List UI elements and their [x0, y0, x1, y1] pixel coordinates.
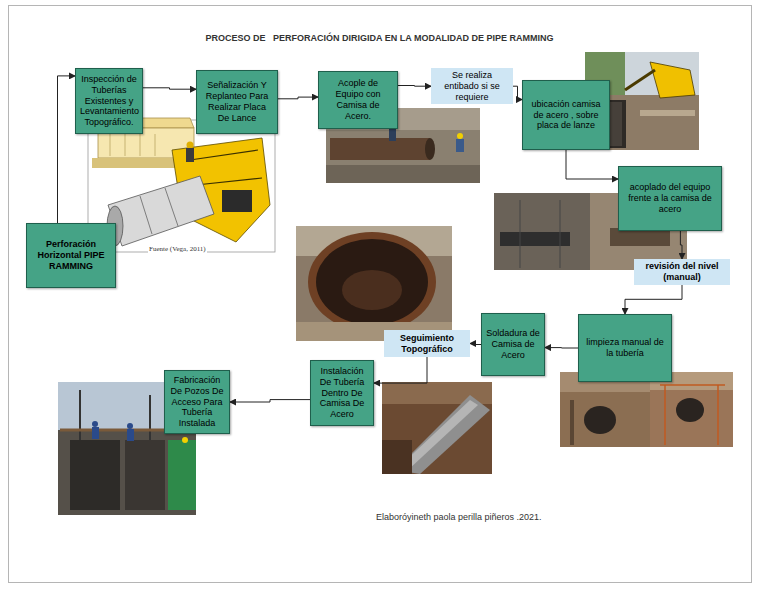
photo-limpieza	[560, 372, 733, 447]
photo-limpieza-part	[584, 406, 616, 434]
flow-arrow	[470, 344, 481, 345]
photo-limpieza-part	[717, 385, 719, 445]
photo-camisa-part	[308, 232, 436, 332]
page-frame	[9, 6, 752, 583]
box-text: Instalación De Tubería Dentro De Camisa …	[315, 366, 369, 420]
photo-camisa-part	[296, 226, 452, 341]
box-text: ubicación camisa de acero , sobre placa …	[527, 99, 605, 131]
pipe-ramming-illustration-part	[186, 148, 194, 162]
photo-pozos-part	[168, 440, 196, 510]
note-box: revisión del nivel (manual)	[634, 259, 730, 285]
photo-limpieza-part	[650, 372, 733, 447]
flow-arrow	[143, 88, 196, 89]
photo-acople-part	[457, 133, 463, 139]
photo-pozos-part	[92, 427, 99, 439]
flow-arrow	[398, 85, 431, 87]
flow-arrow	[278, 97, 318, 99]
photo-pozos-part	[125, 440, 165, 510]
photo-limpieza-part	[676, 398, 704, 422]
flow-arrow	[625, 285, 682, 314]
pipe-ramming-illustration-part	[108, 176, 214, 246]
pipe-ramming-illustration-part	[190, 150, 258, 160]
photo-acoplado-part	[520, 200, 521, 268]
process-box: Soldadura de Camisa de Acero	[481, 313, 545, 376]
note-box: Se realiza entibado si se requiere	[431, 68, 513, 104]
photo-pozos-part	[182, 437, 188, 443]
box-text: Acople de Equipo con Camisa de Acero.	[323, 78, 393, 121]
box-text: Soldadura de Camisa de Acero	[486, 328, 540, 360]
pipe-ramming-illustration-part	[125, 134, 126, 156]
photo-camisa-part	[316, 239, 428, 325]
box-text: Se realiza entibado si se requiere	[435, 70, 509, 102]
photo-instalacion-part	[382, 382, 492, 474]
pipe-ramming-illustration-part	[88, 120, 275, 252]
photo-pozos-part	[58, 430, 196, 515]
box-text: Perforación Horizontal PIPE RAMMING	[31, 239, 111, 271]
pipe-ramming-illustration-part	[110, 134, 111, 156]
pipe-ramming-illustration-part	[155, 134, 156, 156]
photo-pozos-part	[70, 440, 120, 510]
flow-arrow	[566, 150, 618, 179]
photo-pozos-part	[92, 421, 98, 427]
source-note: Fuente (Vega, 2011)	[148, 245, 207, 253]
process-box: Fabricación De Pozos De Acceso Para Tube…	[164, 370, 230, 434]
pipe-ramming-illustration-part	[140, 196, 152, 234]
process-box: ubicación camisa de acero , sobre placa …	[522, 80, 610, 150]
pipe-ramming-illustration-part	[196, 178, 262, 185]
pipe-ramming-illustration-part	[187, 142, 194, 149]
photo-pozos-part	[79, 390, 81, 440]
photo-acoplado-part	[494, 193, 590, 270]
flow-arrow	[680, 231, 682, 259]
note-box: Seguimiento Topográfico	[384, 330, 470, 357]
box-text: Inspección de Tuberías Existentes y Leva…	[80, 74, 138, 128]
photo-acople-part	[330, 138, 430, 160]
flow-arrow	[513, 86, 522, 99]
process-box: Acople de Equipo con Camisa de Acero.	[318, 71, 398, 129]
box-text: Fabricación De Pozos De Acceso Para Tube…	[169, 375, 225, 429]
photo-ubicacion-part	[625, 70, 655, 90]
box-text: acoplado del equipo frente a la camisa d…	[623, 182, 717, 214]
photo-acople-part	[326, 165, 480, 183]
flow-arrow	[58, 76, 76, 223]
box-text: Señalización Y Replanteo Para Realizar P…	[201, 80, 273, 123]
photo-acople-part	[389, 129, 396, 141]
box-text: Seguimiento Topográfico	[388, 333, 466, 355]
box-text: limpieza manual de la tubería	[583, 337, 667, 359]
process-box: Instalación De Tubería Dentro De Camisa …	[310, 360, 374, 426]
photo-pozos-part	[149, 395, 151, 440]
photo-camisa	[296, 226, 452, 341]
box-text: revisión del nivel (manual)	[638, 261, 726, 283]
flow-arrow	[230, 400, 310, 402]
photo-acople-part	[456, 139, 464, 152]
pipe-ramming-illustration-part	[222, 190, 252, 212]
photo-limpieza-part	[560, 372, 652, 447]
author-caption: Elaboróyineth paola perilla piñeros .202…	[376, 512, 542, 522]
process-box: Perforación Horizontal PIPE RAMMING	[26, 223, 116, 288]
flow-arrow	[545, 347, 578, 348]
process-box: Inspección de Tuberías Existentes y Leva…	[75, 68, 143, 134]
process-box: acoplado del equipo frente a la camisa d…	[618, 166, 722, 231]
flow-arrow	[374, 357, 427, 383]
pipe-ramming-illustration-part	[165, 188, 178, 226]
photo-instalacion-part	[382, 440, 412, 474]
photo-acople-part	[425, 138, 435, 160]
process-box: Señalización Y Replanteo Para Realizar P…	[196, 70, 278, 134]
process-box: limpieza manual de la tubería	[578, 314, 672, 382]
photo-pozos-part	[127, 423, 133, 429]
photo-ubicacion-part	[650, 62, 695, 98]
photo-limpieza-part	[570, 400, 574, 445]
pipe-ramming-illustration	[88, 118, 275, 252]
diagram-title: PROCESO DE PERFORACIÓN DIRIGIDA EN LA MO…	[0, 33, 759, 43]
photo-limpieza-part	[660, 384, 725, 386]
photo-instalacion	[382, 382, 492, 474]
photo-pozos-part	[127, 429, 134, 441]
photo-acoplado-part	[560, 200, 561, 268]
pipe-ramming-illustration-part	[140, 134, 141, 156]
photo-ubicacion-part	[640, 110, 695, 116]
photo-limpieza-part	[664, 385, 666, 445]
photo-camisa-part	[342, 270, 402, 310]
